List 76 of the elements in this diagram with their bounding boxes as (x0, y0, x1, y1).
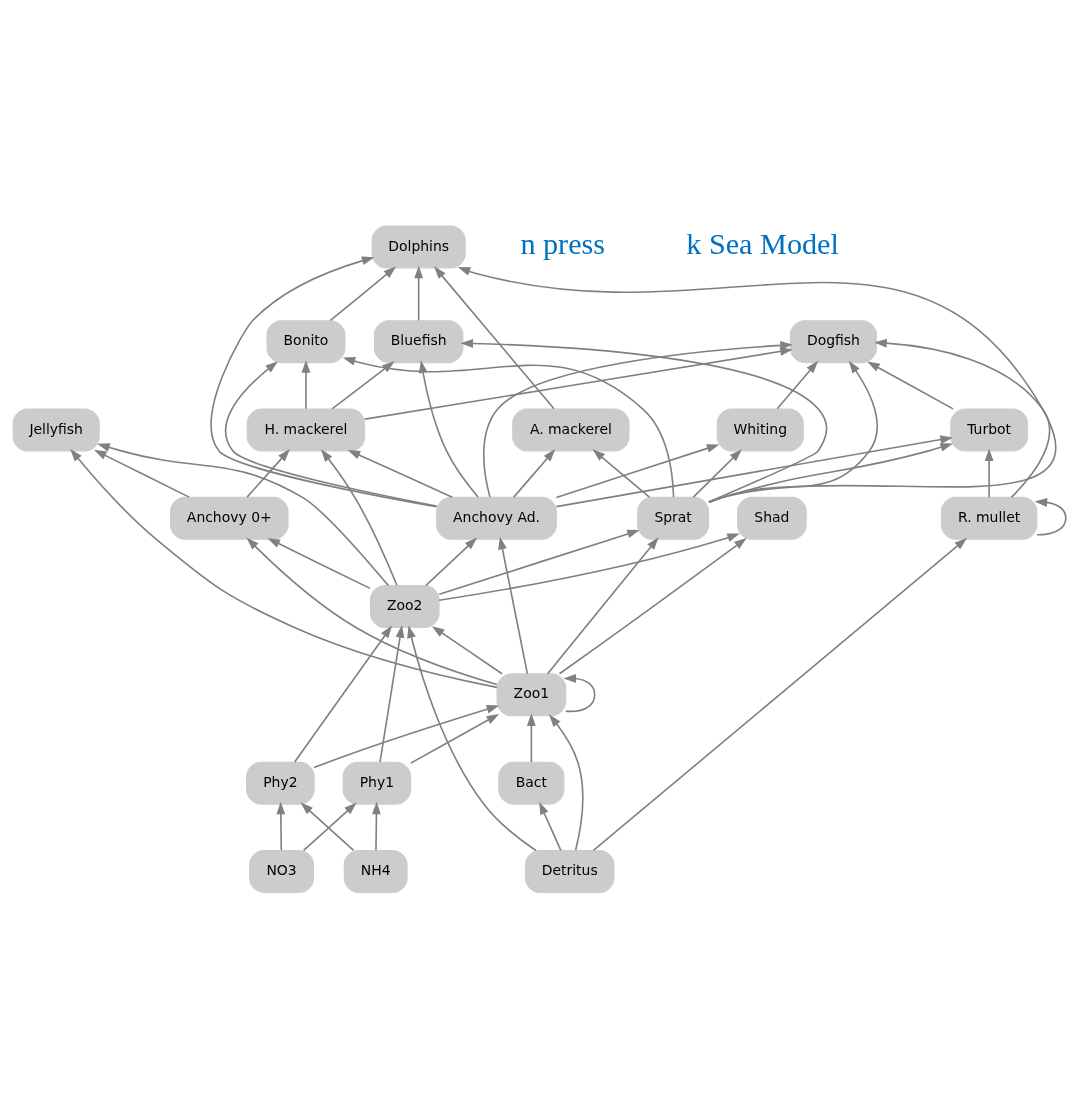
arrow (555, 434, 953, 507)
arrow (460, 338, 828, 503)
arrow (97, 442, 390, 586)
node-box: Whiting (716, 407, 804, 451)
arrow (592, 537, 967, 851)
arrow (984, 447, 994, 498)
arrow (692, 448, 742, 498)
arrow (414, 265, 424, 321)
node-box: Detritus (524, 849, 615, 893)
arrow (512, 448, 556, 498)
node-box: Zoo2 (369, 584, 440, 628)
node-box: NO3 (249, 849, 315, 893)
arrow (246, 448, 290, 498)
arrow (329, 266, 397, 321)
arrow (457, 266, 1056, 503)
arrow (539, 801, 562, 851)
node-box: Anchovy 0+ (170, 496, 289, 540)
arrow (526, 712, 536, 763)
arrow (555, 443, 720, 498)
arrow (708, 442, 953, 503)
arrow (563, 673, 596, 712)
arrow (342, 356, 675, 498)
arrow (320, 448, 398, 586)
arrow (867, 360, 954, 410)
arrow (874, 338, 1051, 498)
arrow (546, 536, 659, 674)
arrow (379, 624, 405, 763)
label: k Sea Model (686, 226, 839, 261)
node-box: A. mackerel (512, 407, 630, 451)
arrow (246, 537, 498, 685)
node-box: NH4 (343, 849, 408, 893)
arrow (331, 360, 395, 410)
node-box: Sprat (637, 496, 710, 540)
arrow (776, 360, 819, 410)
arrow (482, 340, 793, 498)
arrow (438, 532, 740, 601)
arrow (293, 624, 393, 763)
arrow (409, 713, 500, 764)
node-box: Anchovy Ad. (436, 496, 557, 540)
node-box: Dogfish (789, 319, 877, 363)
node-box: Dolphins (371, 224, 466, 268)
node-box: Phy1 (342, 761, 412, 805)
arrow (313, 704, 500, 768)
node-box: Bluefish (373, 319, 464, 363)
arrow (549, 713, 584, 851)
arrow (558, 537, 747, 675)
label: n press (520, 226, 606, 261)
arrow (70, 448, 498, 688)
node-box: Bact (498, 761, 565, 805)
node-box: Zoo1 (496, 672, 567, 716)
node-box: Shad (737, 496, 807, 540)
arrow (425, 537, 478, 586)
node-box: R. mullet (940, 496, 1038, 540)
arrow (431, 625, 503, 675)
arrow (347, 449, 454, 498)
arrow (592, 448, 651, 498)
arrow (224, 360, 438, 507)
arrow (708, 360, 879, 503)
arrow (407, 624, 537, 851)
arrow (418, 359, 479, 498)
arrow (498, 536, 529, 674)
arrow (438, 529, 640, 595)
arrow (93, 449, 190, 498)
arrow (364, 346, 793, 420)
arrow (210, 256, 438, 508)
arrow (301, 359, 311, 410)
node-box: Turbot (950, 407, 1029, 451)
node-box: Bonito (266, 319, 346, 363)
arrow (372, 801, 381, 851)
arrow (267, 537, 371, 589)
arrow (434, 265, 555, 410)
arrow (1034, 497, 1067, 536)
node-box: H. mackerel (246, 407, 366, 451)
node-box: Phy2 (246, 761, 315, 805)
node-box: Jellyfish (12, 407, 100, 451)
arrow (276, 801, 286, 851)
